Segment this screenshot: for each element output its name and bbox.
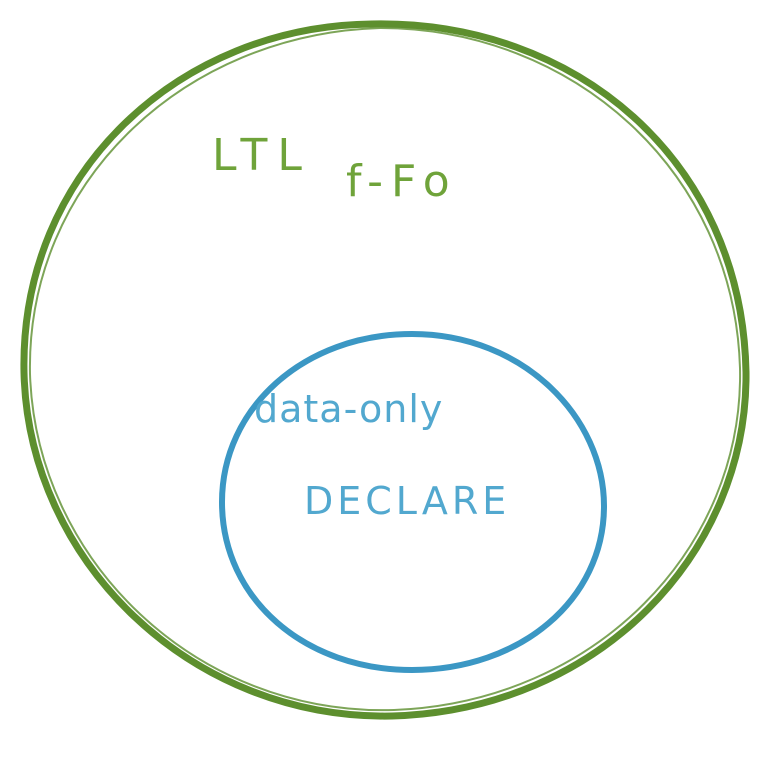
inner-set-boundary xyxy=(219,331,607,673)
outer-set-boundary xyxy=(20,20,750,720)
outer-set-label-line1: LTL xyxy=(212,130,312,181)
outer-set-boundary-overstroke xyxy=(28,27,742,712)
inner-set-label-line2: DECLARE xyxy=(304,479,510,523)
outer-set-label-line2: f-Fo xyxy=(346,156,458,207)
outer-set: LTL f-Fo xyxy=(20,20,750,720)
inner-set: data-only DECLARE xyxy=(219,331,607,673)
inner-set-label-line1: data-only xyxy=(254,387,443,431)
